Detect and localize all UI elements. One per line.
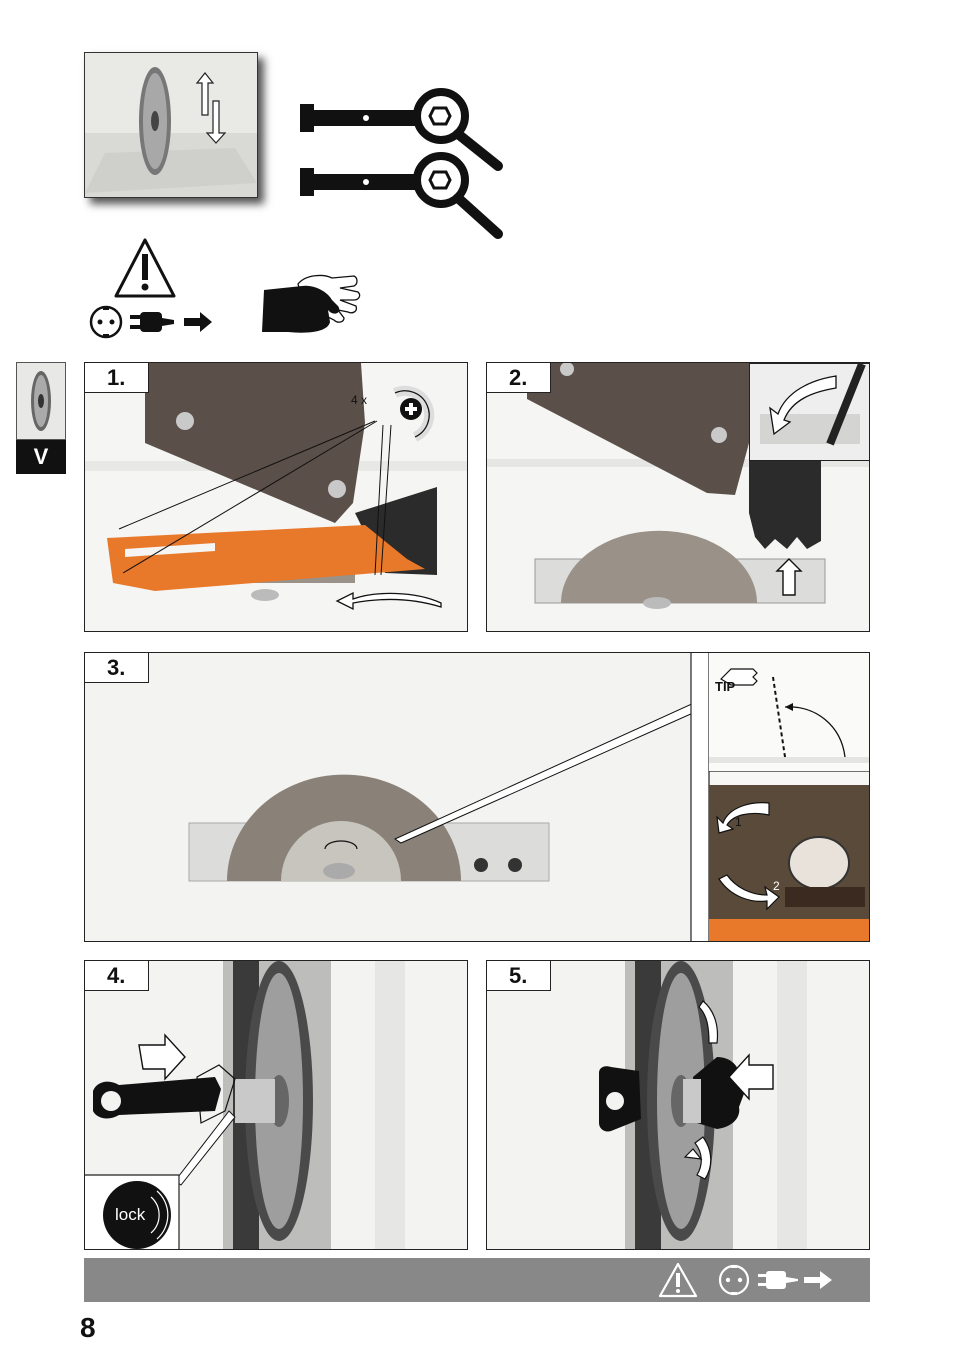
warning-triangle-icon [112,236,178,300]
unplug-icon [86,304,216,340]
saw-blade-icon [16,362,66,440]
step-1-label: 1. [85,363,149,393]
step-2-inset [749,363,870,461]
step-3-panel: 3. TIP 1 2 [84,652,870,942]
saw-blade-icon [139,67,171,175]
section-tab: V [16,362,66,474]
plug-icon [758,1271,798,1289]
screw-count-label: 4 x [351,393,367,407]
gloves-icon [258,270,362,336]
footer-bar [84,1258,870,1302]
step-4-label: 4. [85,961,149,991]
tool-wrenches [296,88,511,246]
spanner-magnifier-icon [300,156,498,234]
step-5-panel: 5. [486,960,870,1250]
step-3-label: 3. [85,653,149,683]
step-2-label: 2. [487,363,551,393]
step-5-label: 5. [487,961,551,991]
sub-step-1: 1 [735,815,742,829]
riving-knife [749,459,821,549]
socket-icon [720,1265,748,1295]
section-letter: V [16,440,66,474]
page-number: 8 [80,1312,96,1344]
lock-label: lock [115,1205,145,1225]
step-1-panel: 1. 4 x [84,362,468,632]
step-4-panel: 4. lock [84,960,468,1250]
arrow-right-icon [804,1271,832,1289]
tip-label: TIP [715,679,735,694]
sub-step-2: 2 [773,879,780,893]
spanner-magnifier-icon [300,92,498,166]
step-2-panel: 2. [486,362,870,632]
blade-photo [84,52,258,198]
up-down-arrows-icon [197,73,225,143]
warning-triangle-icon [660,1264,696,1296]
